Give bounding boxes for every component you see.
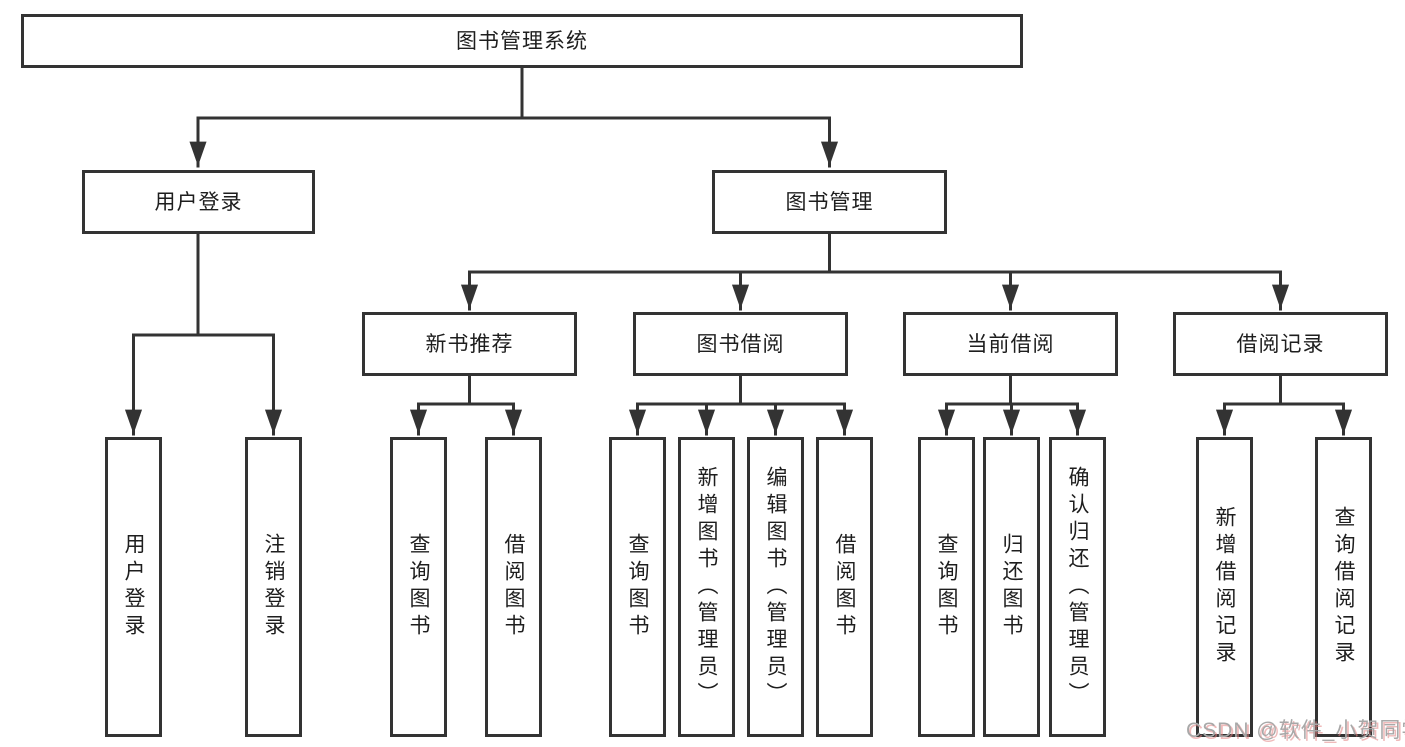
node-user-login: 用户登录 xyxy=(82,170,315,234)
leaf-borrow-books: 借阅图书 xyxy=(816,437,873,737)
node-book-management: 图书管理 xyxy=(712,170,947,234)
leaf-label: 注销登录 xyxy=(262,533,285,641)
connector-root xyxy=(189,66,839,168)
leaf-label: 归还图书 xyxy=(1000,533,1023,641)
connector-new-book-rec xyxy=(409,374,523,436)
connector-current-borrow xyxy=(937,374,1087,436)
leaf-return-books: 归还图书 xyxy=(983,437,1040,737)
node-current-borrowing: 当前借阅 xyxy=(903,312,1118,376)
leaf-label: 编辑图书（管理员） xyxy=(764,465,787,709)
leaf-label: 新增借阅记录 xyxy=(1213,506,1236,668)
connector-borrow-records xyxy=(1215,374,1353,436)
node-borrowing-records: 借阅记录 xyxy=(1173,312,1388,376)
leaf-query-books-recommend: 查询图书 xyxy=(390,437,447,737)
connector-user-login xyxy=(124,232,283,436)
node-root-system: 图书管理系统 xyxy=(21,14,1023,68)
node-new-book-recommendation: 新书推荐 xyxy=(362,312,577,376)
leaf-label: 借阅图书 xyxy=(833,533,856,641)
csdn-watermark: CSDN @软件_小贺同学 xyxy=(1186,719,1405,742)
leaf-label: 用户登录 xyxy=(122,533,145,641)
leaf-label: 查询借阅记录 xyxy=(1332,506,1355,668)
leaf-query-borrow-record: 查询借阅记录 xyxy=(1315,437,1372,737)
connector-book-mgmt xyxy=(460,232,1290,311)
leaf-label: 查询图书 xyxy=(407,533,430,641)
leaf-logout: 注销登录 xyxy=(245,437,302,737)
leaf-borrow-books-recommend: 借阅图书 xyxy=(485,437,542,737)
leaf-query-books-borrowing: 查询图书 xyxy=(609,437,666,737)
node-book-borrowing: 图书借阅 xyxy=(633,312,848,376)
leaf-confirm-return-admin: 确认归还（管理员） xyxy=(1049,437,1106,737)
leaf-user-login: 用户登录 xyxy=(105,437,162,737)
leaf-label: 借阅图书 xyxy=(502,533,525,641)
leaf-label: 确认归还（管理员） xyxy=(1066,465,1089,709)
leaf-label: 查询图书 xyxy=(626,533,649,641)
leaf-add-borrow-record: 新增借阅记录 xyxy=(1196,437,1253,737)
connector-book-borrow xyxy=(628,374,854,436)
leaf-query-books-current: 查询图书 xyxy=(918,437,975,737)
leaf-edit-books-admin: 编辑图书（管理员） xyxy=(747,437,804,737)
leaf-label: 新增图书（管理员） xyxy=(695,465,718,709)
leaf-label: 查询图书 xyxy=(935,533,958,641)
leaf-add-books-admin: 新增图书（管理员） xyxy=(678,437,735,737)
